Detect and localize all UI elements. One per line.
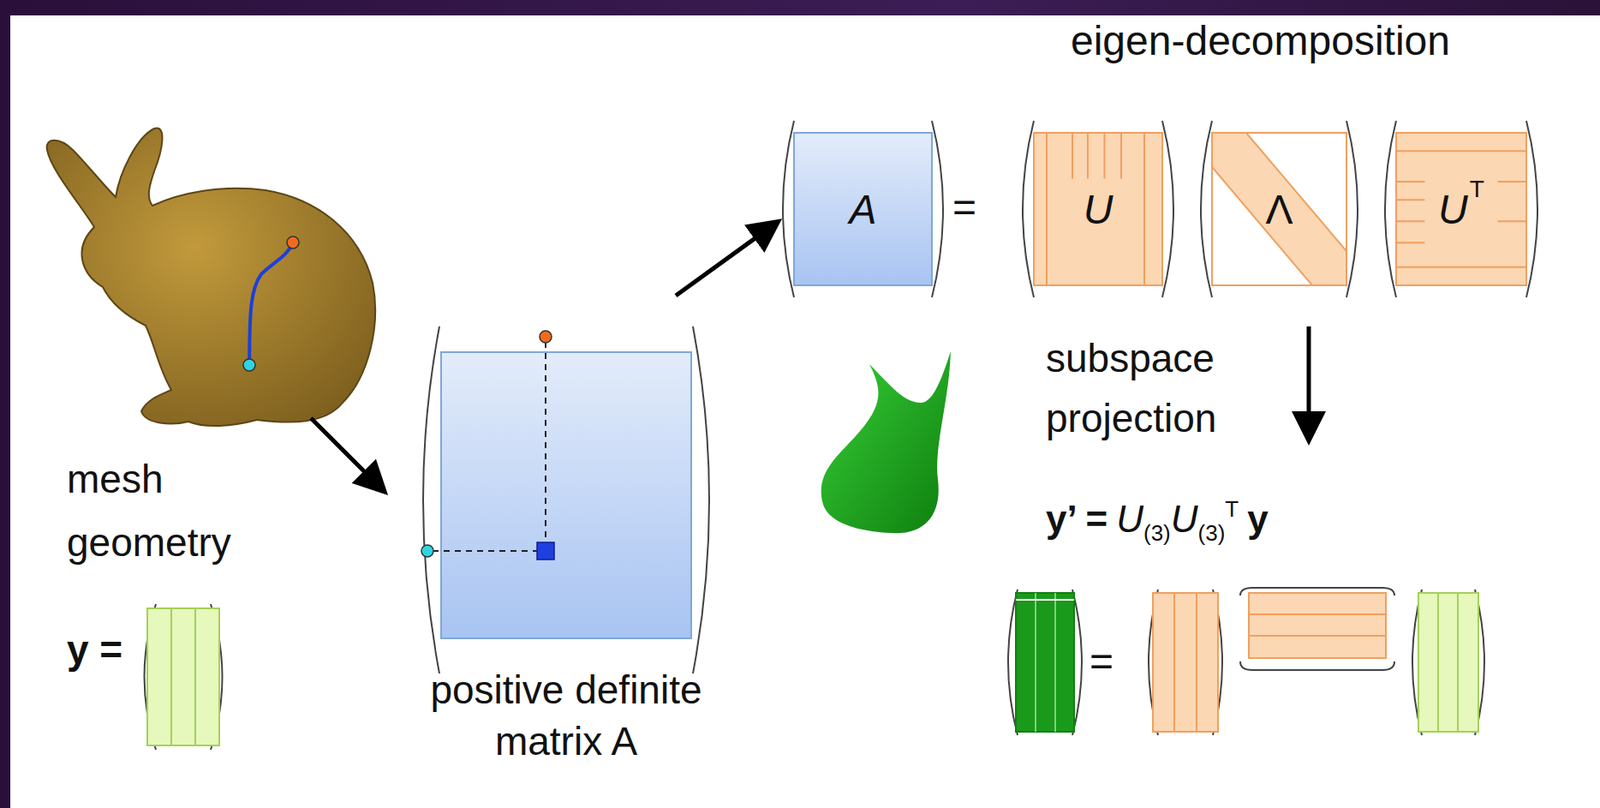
drawing-part <box>1120 132 1123 179</box>
node-label: U <box>1083 185 1114 233</box>
eigenvector-matrix: U <box>1014 117 1182 301</box>
drawing-part <box>1162 120 1174 298</box>
text-holder: UT <box>1377 117 1546 301</box>
drawing-part <box>1086 132 1089 179</box>
drawing-part <box>1396 198 1425 201</box>
drawing-part <box>539 330 552 343</box>
equation-part: y’ = <box>1045 497 1108 540</box>
drawing-part <box>1396 132 1527 286</box>
drawing-part <box>1054 592 1057 732</box>
geodesic-path <box>249 242 293 365</box>
drawing-part <box>1071 132 1074 179</box>
drawing-part <box>441 352 692 639</box>
projection-matrices <box>1008 587 1485 735</box>
projection-arrow <box>1307 326 1312 437</box>
vector-y <box>144 603 223 750</box>
drawing-part <box>1346 120 1358 298</box>
drawing-part <box>1143 132 1146 286</box>
drawing-part <box>1396 180 1425 183</box>
text-holder: A <box>775 117 951 301</box>
matrix-box: positive definite matrix A <box>394 295 738 776</box>
drawing-part <box>1015 592 1075 732</box>
drawing-part <box>1498 220 1527 222</box>
projection-equation: y’ =U(3)U(3)Ty <box>1045 484 1269 557</box>
drawing-part <box>1396 149 1527 152</box>
drawing-part <box>1045 132 1048 286</box>
equation-part: U <box>1170 497 1199 540</box>
drawing-part <box>1418 592 1479 732</box>
node-label: U <box>1438 185 1469 233</box>
drawing-part <box>544 341 547 545</box>
drawing-part <box>1498 180 1527 183</box>
matrix-box: A <box>775 117 951 301</box>
drawing-part <box>692 326 710 674</box>
drawing-part <box>1034 592 1037 732</box>
superscript: T <box>1469 175 1485 203</box>
drawing-part <box>147 608 220 746</box>
node-label: positive definite matrix A <box>399 663 734 767</box>
drawing-part <box>1385 120 1397 298</box>
drawing-part <box>1240 661 1395 670</box>
input-label: mesh geometry <box>66 447 281 574</box>
drawing-part <box>432 549 539 552</box>
drawing-part <box>931 120 944 298</box>
text-holder: positive definite matrix A <box>394 663 738 767</box>
drawing-part <box>1104 132 1106 179</box>
flow-arrow <box>675 223 776 296</box>
equation-part: y <box>1247 497 1268 540</box>
text-holder: U <box>1014 117 1182 301</box>
equals-sign: = <box>952 183 977 232</box>
vector-label: y = <box>66 625 123 674</box>
eigenvalue-matrix: Λ <box>1193 117 1366 301</box>
bunny <box>47 127 376 426</box>
start-dot <box>243 358 256 371</box>
drawing-part <box>782 120 795 298</box>
equation-part: U <box>1116 497 1144 540</box>
flow-arrow <box>310 417 383 490</box>
drawing-part <box>1526 120 1538 298</box>
drawing-part <box>194 608 197 746</box>
drawing-part <box>421 544 434 557</box>
drawing-part <box>423 326 440 674</box>
node-label: A <box>848 185 877 233</box>
drawing-part <box>537 542 555 560</box>
drawing-part <box>1396 266 1527 269</box>
drawing-part <box>1396 241 1425 244</box>
drawing-part <box>1211 132 1347 286</box>
drawing-part <box>1022 120 1034 298</box>
drawing-part <box>794 132 932 286</box>
node-label: Λ <box>1265 185 1293 233</box>
drawing-part <box>1456 592 1459 732</box>
drawing-part <box>1248 592 1386 658</box>
step-label: subspace projection <box>1045 328 1295 448</box>
drawing-part <box>1396 220 1425 222</box>
drawing-part <box>1152 592 1218 732</box>
drawing-part <box>1033 132 1163 286</box>
drawing-part <box>1437 592 1439 732</box>
drawing-part <box>1015 598 1075 601</box>
drawing-part <box>1200 120 1212 298</box>
subscript: (3) <box>1198 519 1226 546</box>
drawing-part <box>1195 592 1198 732</box>
text-holder: Λ <box>1193 117 1366 301</box>
equals-sign: = <box>1089 637 1114 686</box>
drawing-part <box>1248 634 1386 637</box>
drawing-part <box>1211 132 1347 286</box>
drawing-part <box>170 608 173 746</box>
transpose-matrix: UT <box>1377 117 1546 301</box>
subscript: (3) <box>1143 519 1171 546</box>
drawing-part <box>1248 613 1386 615</box>
end-dot <box>286 236 299 249</box>
section-title: eigen-decomposition <box>1070 17 1451 66</box>
drawing-part <box>1173 592 1176 732</box>
superscript: T <box>1224 495 1239 522</box>
smoothed-shape <box>821 351 951 533</box>
